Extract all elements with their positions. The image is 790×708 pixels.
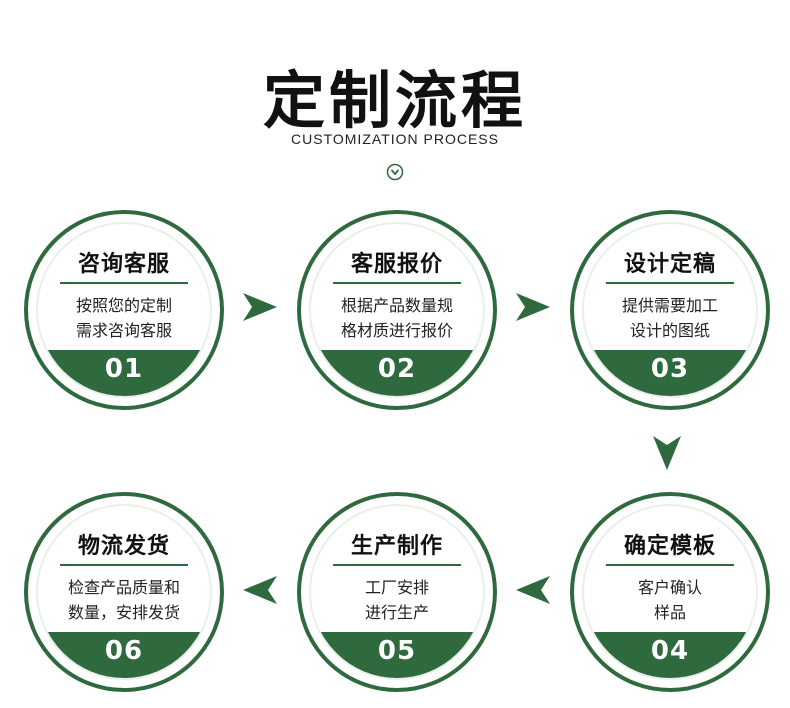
- step-description-line: 提供需要加工: [621, 296, 718, 315]
- step-card-03: 设计定稿 提供需要加工 设计的图纸 03: [570, 210, 770, 410]
- step-number-band: [584, 350, 756, 396]
- page-title: 定制流程: [262, 64, 527, 137]
- arrow-down-icon: [653, 436, 681, 470]
- step-number: 05: [377, 636, 417, 666]
- step-description: 检查产品质量和 数量，安排发货: [38, 575, 210, 625]
- step-description-line: 根据产品数量规: [340, 296, 453, 315]
- step-description-line: 检查产品质量和: [67, 578, 180, 597]
- step-inner-circle: 咨询客服 按照您的定制 需求咨询客服 01: [38, 224, 210, 396]
- step-card-01: 咨询客服 按照您的定制 需求咨询客服 01: [24, 210, 224, 410]
- step-number-band: [38, 632, 210, 678]
- step-description-line: 进行生产: [364, 603, 429, 622]
- step-title: 确定模板: [623, 534, 716, 559]
- page-subtitle: CUSTOMIZATION PROCESS: [291, 131, 499, 147]
- step-description-line: 工厂安排: [364, 578, 429, 597]
- step-description-line: 格材质进行报价: [340, 321, 453, 340]
- step-card-06: 物流发货 检查产品质量和 数量，安排发货 06: [24, 492, 224, 692]
- step-divider: [60, 564, 188, 566]
- step-description: 客户确认 样品: [584, 575, 756, 625]
- step-inner-circle: 物流发货 检查产品质量和 数量，安排发货 06: [38, 506, 210, 678]
- step-number-band: [584, 632, 756, 678]
- arrow-left-icon: [243, 576, 277, 604]
- step-inner-circle: 客服报价 根据产品数量规 格材质进行报价 02: [311, 224, 483, 396]
- step-divider: [606, 282, 734, 284]
- step-divider: [333, 282, 461, 284]
- step-description: 提供需要加工 设计的图纸: [584, 293, 756, 343]
- step-card-02: 客服报价 根据产品数量规 格材质进行报价 02: [297, 210, 497, 410]
- step-inner-circle: 设计定稿 提供需要加工 设计的图纸 03: [584, 224, 756, 396]
- step-description: 工厂安排 进行生产: [311, 575, 483, 625]
- step-title: 生产制作: [350, 534, 443, 559]
- step-number: 06: [104, 636, 144, 666]
- step-title: 设计定稿: [623, 252, 716, 277]
- step-description-line: 设计的图纸: [629, 321, 710, 340]
- step-title: 物流发货: [77, 534, 170, 559]
- step-number: 02: [377, 354, 417, 384]
- step-card-04: 确定模板 客户确认 样品 04: [570, 492, 770, 692]
- step-number: 04: [650, 636, 690, 666]
- step-number-band: [311, 632, 483, 678]
- step-description-line: 数量，安排发货: [67, 603, 180, 622]
- step-title: 咨询客服: [77, 252, 170, 277]
- arrow-right-icon: [243, 293, 277, 321]
- step-description-line: 样品: [653, 603, 686, 622]
- step-divider: [606, 564, 734, 566]
- step-card-05: 生产制作 工厂安排 进行生产 05: [297, 492, 497, 692]
- step-divider: [333, 564, 461, 566]
- chevron-down-circle-icon: [386, 163, 404, 181]
- arrow-left-icon: [516, 576, 550, 604]
- step-description-line: 客户确认: [637, 578, 702, 597]
- step-number: 03: [650, 354, 690, 384]
- step-description: 根据产品数量规 格材质进行报价: [311, 293, 483, 343]
- arrow-right-icon: [516, 293, 550, 321]
- step-title: 客服报价: [350, 252, 443, 277]
- step-number-band: [38, 350, 210, 396]
- step-inner-circle: 确定模板 客户确认 样品 04: [584, 506, 756, 678]
- step-inner-circle: 生产制作 工厂安排 进行生产 05: [311, 506, 483, 678]
- step-description-line: 需求咨询客服: [75, 321, 172, 340]
- step-number: 01: [104, 354, 144, 384]
- step-divider: [60, 282, 188, 284]
- step-description-line: 按照您的定制: [75, 296, 172, 315]
- step-number-band: [311, 350, 483, 396]
- step-description: 按照您的定制 需求咨询客服: [38, 293, 210, 343]
